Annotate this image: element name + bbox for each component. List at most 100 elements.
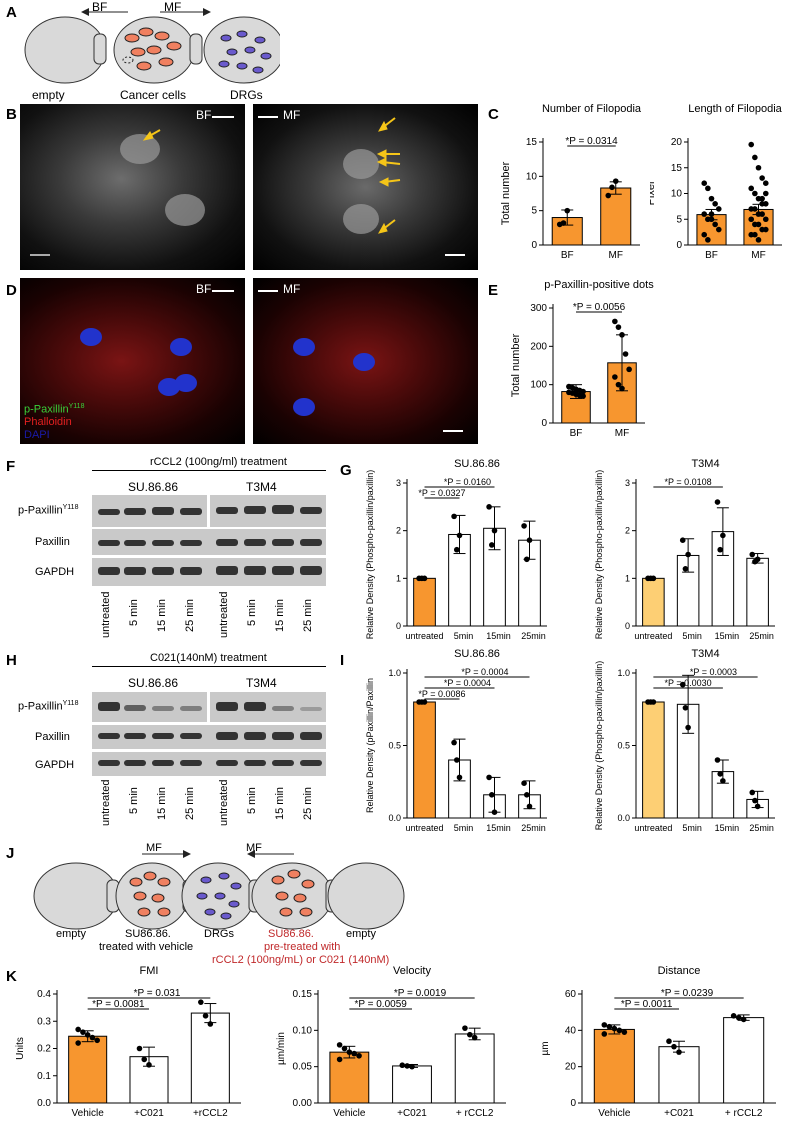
panel-label-b: B xyxy=(6,106,17,123)
panel-label-i: I xyxy=(340,652,345,669)
cancer-label: Cancer cells xyxy=(120,88,187,102)
h-row-gapdh: GAPDH xyxy=(35,759,75,771)
y-tick-label: 5 xyxy=(676,214,682,225)
f-row-paxillin: Paxillin xyxy=(35,536,70,548)
mf-label-b: MF xyxy=(283,108,301,122)
x-tick-label: 5min xyxy=(454,823,474,833)
mf-label: MF xyxy=(164,0,182,14)
data-point xyxy=(755,221,762,228)
data-point xyxy=(701,180,708,186)
j-su-pretreated-label-1: SU86.86. xyxy=(268,928,314,940)
x-tick-label: + rCCL2 xyxy=(725,1108,763,1119)
bar xyxy=(723,1017,765,1104)
data-point xyxy=(351,1050,357,1057)
data-point xyxy=(762,190,769,197)
panel-label-j: J xyxy=(6,845,15,862)
data-point xyxy=(720,532,726,539)
y-axis-label: Relative Density (Phospho-paxillin/paxil… xyxy=(365,470,375,640)
y-tick-label: 1 xyxy=(625,573,630,583)
data-point xyxy=(616,1027,623,1034)
data-point xyxy=(671,1043,677,1050)
data-point xyxy=(735,1014,742,1021)
data-point xyxy=(198,999,204,1005)
y-tick-label: 0.4 xyxy=(37,989,51,1000)
data-point xyxy=(421,575,428,582)
y-axis-label: Relative Density (pPaxillin/Paxillin xyxy=(365,678,375,813)
data-point xyxy=(491,809,498,815)
p-value-label: *P = 0.0081 xyxy=(92,999,145,1010)
chart-title: T3M4 xyxy=(691,458,719,470)
bf-label-b: BF xyxy=(196,108,212,122)
x-tick-label: MF xyxy=(609,250,623,261)
x-tick-label: Vehicle xyxy=(598,1108,631,1119)
chart-title: Length of Filopodia xyxy=(688,103,782,115)
bar xyxy=(413,577,436,627)
legend-p-paxillin: p-PaxillinY118 xyxy=(24,403,85,416)
y-tick-label: 0.0 xyxy=(617,813,630,823)
x-tick-label: BF xyxy=(705,250,718,261)
mf-arrow-b xyxy=(258,116,278,118)
x-tick-label: untreated xyxy=(634,631,672,641)
data-point xyxy=(740,1016,747,1023)
data-point xyxy=(346,1049,353,1055)
data-point xyxy=(75,1026,81,1033)
data-point xyxy=(650,575,657,582)
x-tick-label: 25min xyxy=(521,823,546,833)
chart-title: Distance xyxy=(658,965,701,977)
h-row-paxillin: Paxillin xyxy=(35,731,70,743)
y-tick-label: 200 xyxy=(530,341,547,352)
data-point xyxy=(523,792,530,798)
bf-label-d: BF xyxy=(196,282,212,296)
bar xyxy=(190,1012,230,1104)
y-tick-label: 0.3 xyxy=(37,1016,51,1027)
panel-label-k: K xyxy=(6,968,17,985)
data-point xyxy=(488,792,495,798)
x-tick-label: MF xyxy=(751,250,765,261)
data-point xyxy=(619,385,625,392)
data-point xyxy=(754,556,761,563)
data-point xyxy=(606,1023,613,1030)
y-tick-label: 1.0 xyxy=(617,668,630,678)
y-tick-label: 0 xyxy=(396,621,401,631)
bar xyxy=(68,1035,108,1104)
j-su-pretreated-label-2: pre-treated with xyxy=(264,941,341,953)
y-tick-label: 40 xyxy=(565,1025,577,1036)
data-point xyxy=(615,324,622,330)
data-point xyxy=(605,192,612,199)
x-tick-label: 25min xyxy=(749,823,774,833)
bar xyxy=(593,1028,635,1104)
data-point xyxy=(762,226,769,233)
panel-label-c: C xyxy=(488,106,499,123)
f-lane-su-5: 5 min xyxy=(128,599,140,626)
bar xyxy=(413,701,436,819)
data-point xyxy=(94,1037,100,1044)
bar xyxy=(329,1051,370,1104)
h-cell2-label: T3M4 xyxy=(246,676,277,690)
data-point xyxy=(421,699,428,705)
data-point xyxy=(202,1013,209,1019)
y-tick-label: 100 xyxy=(530,380,547,391)
data-point xyxy=(453,757,460,763)
f-lane-su-15: 15 min xyxy=(156,598,168,632)
data-point xyxy=(754,803,761,810)
p-value-label: *P = 0.031 xyxy=(134,988,181,999)
f-lane-t3-15: 15 min xyxy=(274,598,286,632)
y-axis-label: Units xyxy=(15,1037,26,1060)
y-tick-label: 3 xyxy=(625,478,630,488)
x-tick-label: 5min xyxy=(682,823,702,833)
y-tick-label: 0.10 xyxy=(293,1025,313,1036)
data-point xyxy=(762,216,769,223)
data-point xyxy=(682,566,689,572)
y-tick-label: 0.15 xyxy=(293,989,313,1000)
y-tick-label: 2 xyxy=(396,526,401,536)
chart-title: SU.86.86 xyxy=(454,648,500,660)
x-tick-label: 15min xyxy=(486,631,511,641)
h-lane-t3-15: 15 min xyxy=(274,786,286,820)
p-value-label: *P = 0.0056 xyxy=(573,302,626,313)
data-point xyxy=(712,221,718,228)
bar xyxy=(642,577,665,627)
y-tick-label: 3 xyxy=(396,478,401,488)
data-point xyxy=(486,774,492,781)
data-point xyxy=(486,504,492,510)
